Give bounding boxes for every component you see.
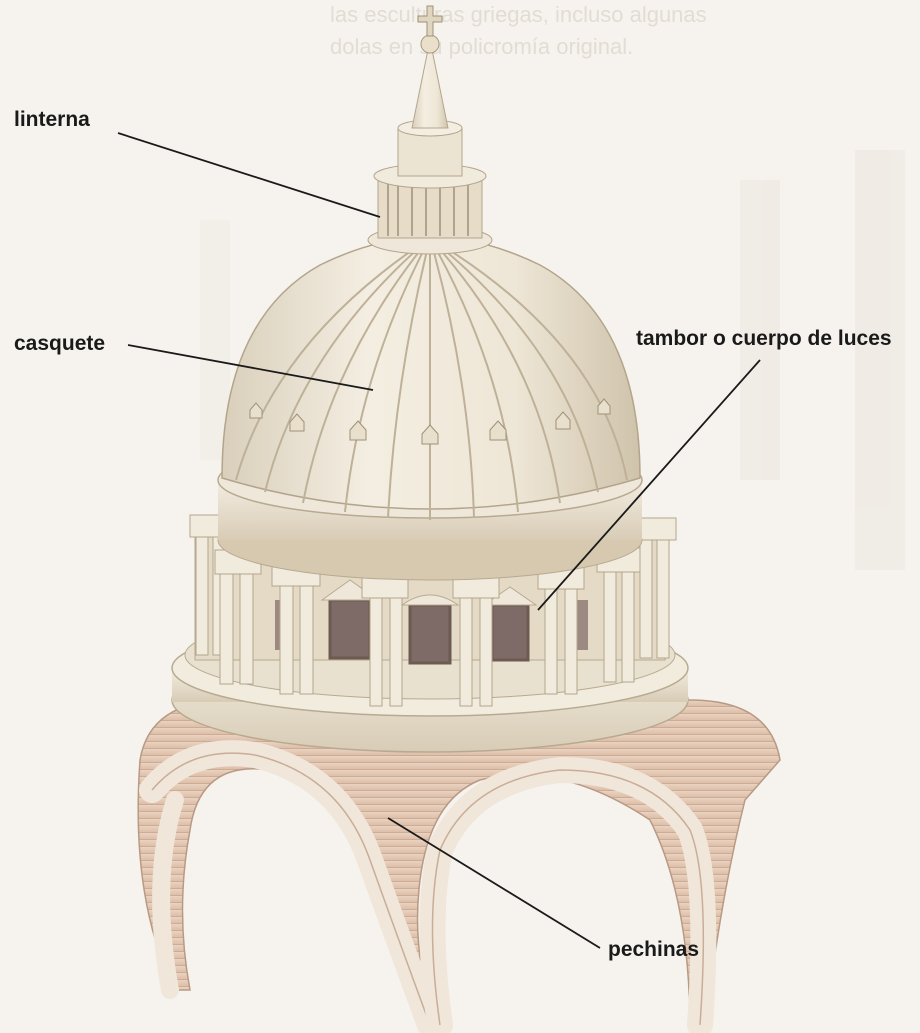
leader-line-tambor — [538, 360, 760, 610]
label-linterna: linterna — [14, 108, 90, 132]
leader-line-linterna — [118, 133, 380, 217]
label-casquete: casquete — [14, 332, 105, 356]
leader-line-casquete — [128, 345, 373, 390]
leader-line-pechinas — [388, 818, 600, 948]
label-tambor: tambor o cuerpo de luces — [636, 327, 892, 351]
label-pechinas: pechinas — [608, 938, 699, 962]
